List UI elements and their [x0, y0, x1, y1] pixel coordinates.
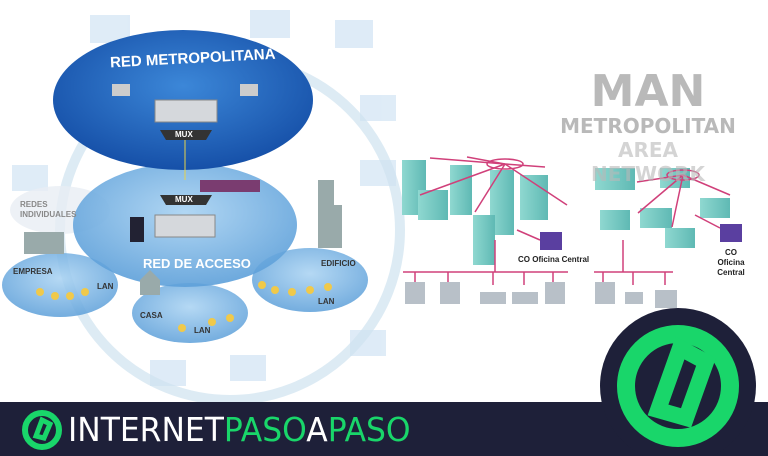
man-title-line-2: METROPOLITAN: [560, 114, 736, 138]
large-brand-logo-icon: [600, 308, 756, 456]
man-title-line-3: AREA: [617, 138, 679, 162]
mux-devices: [112, 84, 260, 242]
co-line-1: CO: [725, 248, 737, 257]
mux-label: MUX: [175, 130, 193, 139]
man-title-line-1: MAN: [590, 66, 706, 117]
man-title-line-4: NETWORK: [590, 162, 705, 186]
central-office-left-label: CO Oficina Central: [518, 255, 590, 264]
brand-logo-icon: [22, 410, 62, 450]
brand-paso-2: PASO: [327, 410, 411, 449]
edificio-disc: [252, 248, 368, 312]
casa-disc: [132, 283, 248, 343]
man-title: MAN METROPOLITAN AREA NETWORK: [548, 66, 748, 187]
man-links: [403, 156, 731, 285]
edificio-label: EDIFICIO: [321, 259, 356, 268]
brand-internet: INTERNET: [68, 410, 224, 449]
lan-nodes: [36, 281, 332, 332]
brand-a: A: [306, 410, 328, 449]
casa-lan-label: LAN: [194, 326, 211, 335]
edificio-lan-label: LAN: [318, 297, 335, 306]
empresa-disc: [2, 253, 118, 317]
end-devices: [405, 282, 677, 308]
background-computers: [12, 10, 396, 386]
empresa-lan-label: LAN: [97, 282, 114, 291]
brand-paso-1: PASO: [223, 410, 307, 449]
mux-label-access: MUX: [175, 195, 193, 204]
casa-label: CASA: [140, 311, 163, 320]
buildings-left: [24, 180, 342, 295]
central-office-boxes: [540, 224, 742, 250]
individual-networks-label: REDES INDIVIDUALES: [20, 200, 77, 219]
central-office-right-label: CO Oficina Central: [716, 248, 746, 278]
brand-wordmark[interactable]: INTERNETPASOAPASO: [68, 410, 411, 449]
co-line-3: Central: [717, 268, 745, 277]
empresa-label: EMPRESA: [13, 267, 53, 276]
co-line-2: Oficina: [717, 258, 745, 267]
access-network-label: RED DE ACCESO: [143, 256, 251, 271]
